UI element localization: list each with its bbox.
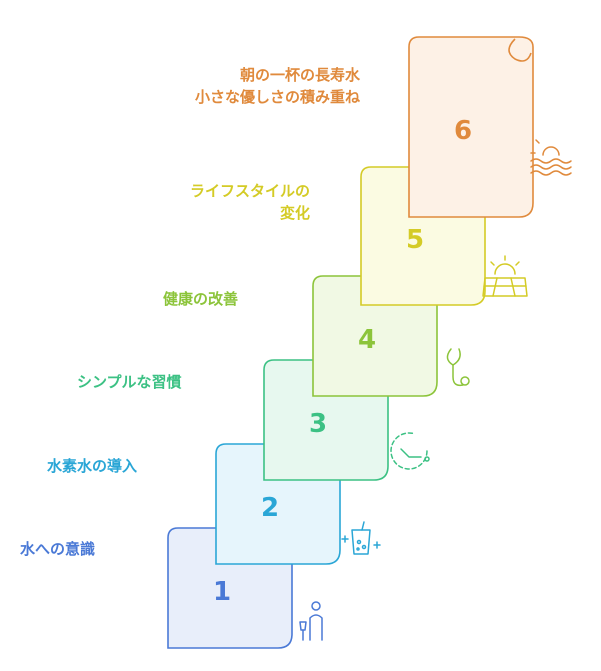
scroll-step-6: 6: [408, 36, 534, 218]
scroll-curl-6: [508, 38, 532, 62]
step-label-6-line-2: 小さな優しさの積み重ね: [194, 88, 360, 106]
person-with-glass-icon: [299, 601, 323, 641]
step-label-6: 朝の一杯の長寿水 小さな優しさの積み重ね: [150, 64, 360, 108]
step-label-1-line-1: 水への意識: [20, 540, 96, 558]
step-label-3: シンプルな習慣: [77, 371, 182, 393]
step-number-3: 3: [309, 409, 327, 439]
step-number-1: 1: [213, 577, 231, 607]
step-label-6-line-1: 朝の一杯の長寿水: [239, 66, 360, 84]
sunrise-field-icon: [482, 255, 528, 297]
step-label-5-line-1: ライフスタイルの: [189, 182, 310, 200]
step-number-6: 6: [454, 116, 472, 146]
sparkling-glass-icon: [341, 521, 381, 555]
step-label-1: 水への意識: [20, 538, 95, 560]
step-label-2: 水素水の導入: [47, 455, 137, 477]
step-label-5-line-2: 変化: [279, 204, 310, 222]
step-label-4-line-1: 健康の改善: [163, 290, 239, 308]
step-number-2: 2: [261, 493, 279, 523]
clock-routine-icon: [390, 432, 430, 470]
stethoscope-icon: [446, 348, 470, 387]
step-label-5: ライフスタイルの 変化: [150, 180, 310, 224]
step-label-4: 健康の改善: [163, 288, 238, 310]
sun-over-water-icon: [530, 139, 572, 176]
step-number-4: 4: [358, 325, 376, 355]
scroll-body-6: [408, 36, 534, 218]
step-label-3-line-1: シンプルな習慣: [77, 373, 182, 391]
step-number-5: 5: [406, 225, 424, 255]
step-label-2-line-1: 水素水の導入: [47, 457, 138, 475]
